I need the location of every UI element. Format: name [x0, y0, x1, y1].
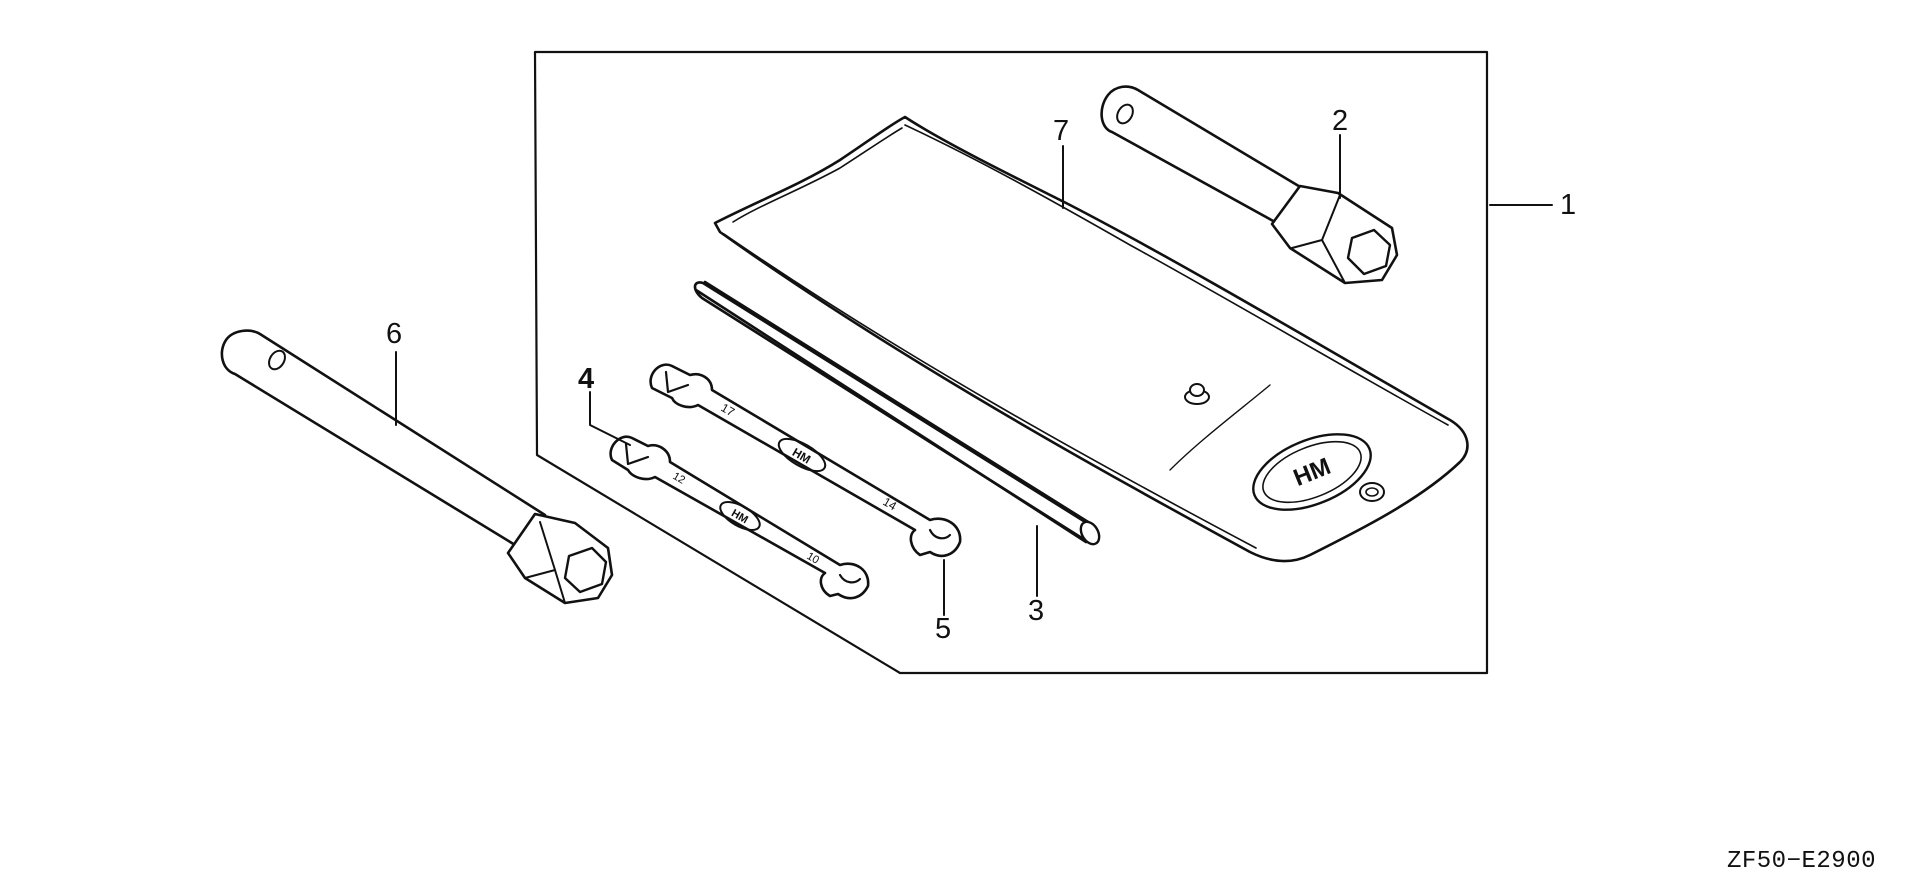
callout-5: 5	[935, 613, 951, 645]
kit-boundary-frame	[533, 50, 1489, 675]
wrench-17x14: HM 17 14	[649, 363, 962, 558]
callout-3: 3	[1028, 595, 1044, 627]
wrench-12-marking: 12	[671, 470, 688, 487]
callout-2: 2	[1332, 105, 1348, 137]
leader-lines	[395, 134, 1553, 616]
wrench-17-marking: 17	[719, 400, 738, 419]
callout-6: 6	[386, 318, 402, 350]
handle-rod	[693, 280, 1101, 546]
tool-bag: HM	[713, 115, 1469, 563]
diagram-reference-code: ZF50−E2900	[1726, 848, 1876, 875]
wrench-10-marking: 10	[805, 550, 822, 567]
callout-7: 7	[1053, 115, 1069, 147]
spark-plug-wrench	[1100, 85, 1399, 285]
wrench-14-marking: 14	[881, 494, 900, 513]
socket-wrench	[220, 329, 614, 605]
callout-1: 1	[1560, 189, 1576, 221]
leader-line-4	[589, 391, 631, 446]
wrench-12x10: HM 12 10	[609, 435, 870, 600]
callout-4: 4	[578, 363, 594, 395]
